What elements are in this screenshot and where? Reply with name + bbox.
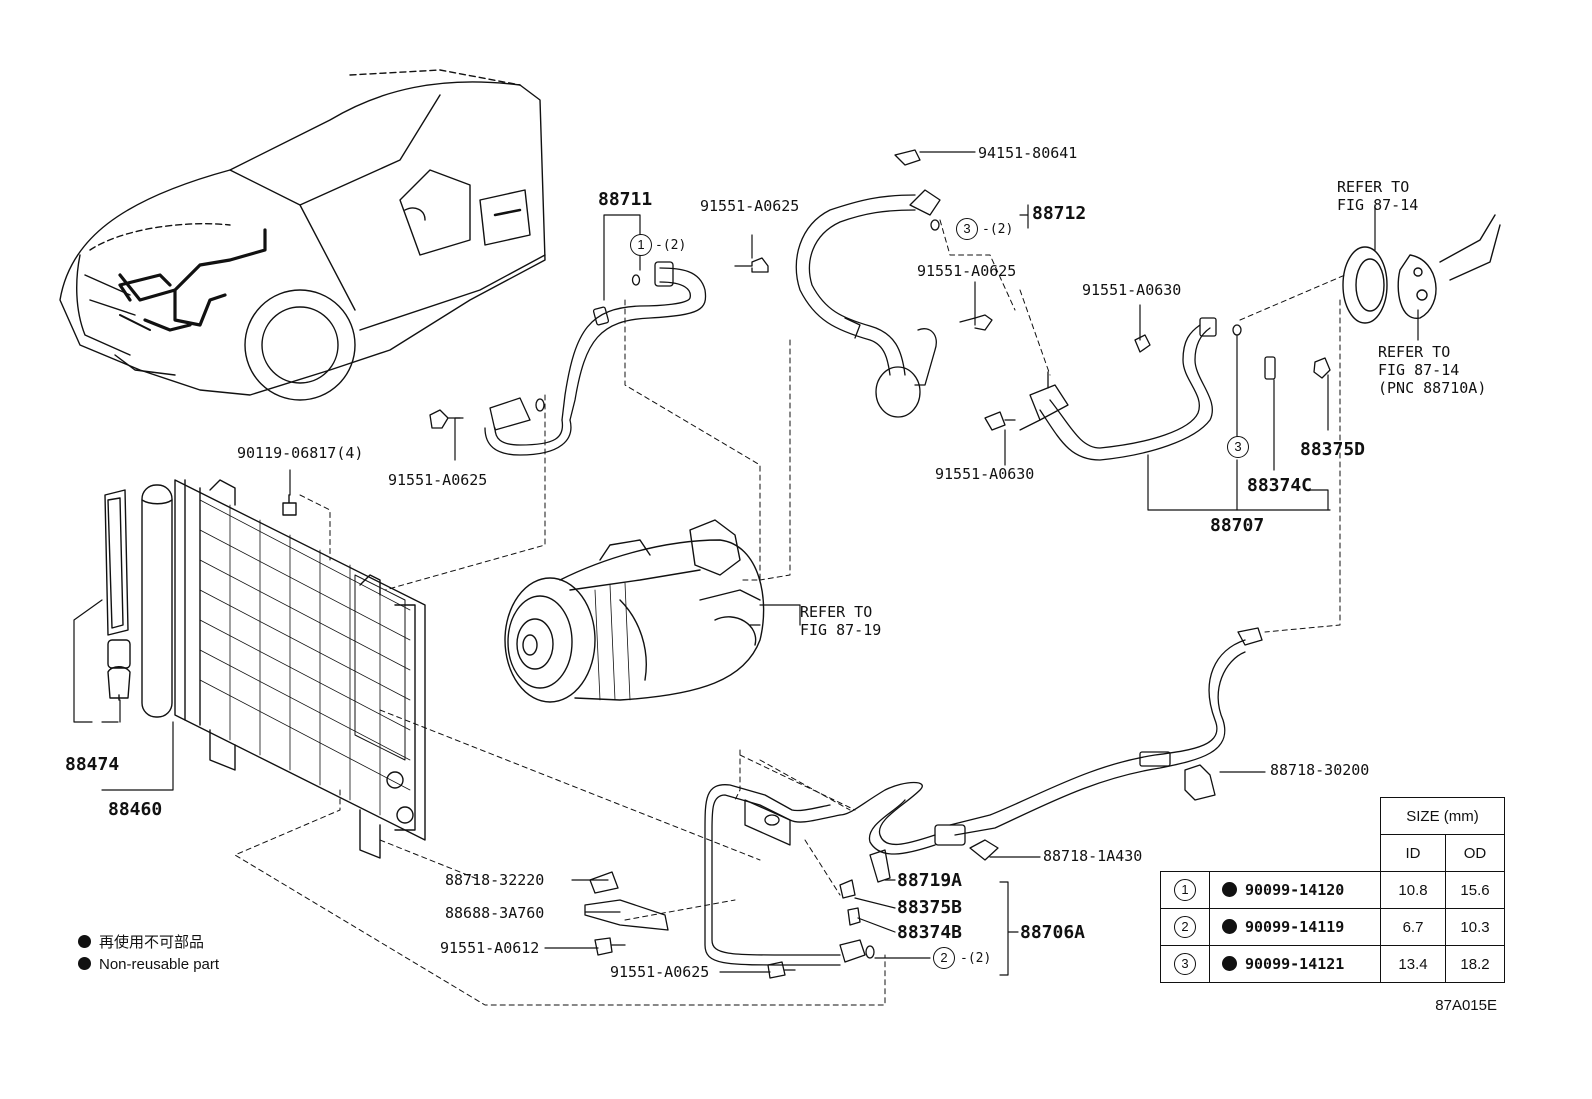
- leader-lines: [73, 599, 174, 791]
- non-reusable-dot-icon: [78, 957, 91, 970]
- part-88474: 88474: [65, 754, 120, 775]
- callout-circle-2: 2: [933, 947, 955, 969]
- part-91551-a0630-bot: 91551-A0630: [935, 465, 1035, 483]
- part-91551-a0612: 91551-A0612: [440, 939, 540, 957]
- size-col-od: OD: [1445, 834, 1505, 872]
- figure-code: 87A015E: [1435, 997, 1497, 1014]
- part-88706a: 88706A: [1020, 922, 1086, 943]
- callout-circle-1: 1: [630, 234, 652, 256]
- ref-fig-87-14-top: REFER TO FIG 87-14: [1337, 178, 1419, 214]
- part-88707: 88707: [1210, 515, 1265, 536]
- callout-circle-3-right: 3: [1227, 436, 1249, 458]
- part-94151-80641: 94151-80641: [978, 144, 1078, 162]
- part-88711: 88711: [598, 189, 653, 210]
- part-88460: 88460: [108, 799, 163, 820]
- expansion-valve: [1342, 214, 1501, 324]
- part-88718-1a430: 88718-1A430: [1043, 847, 1143, 865]
- tube-88706a: [584, 627, 1263, 979]
- condenser-assembly: [104, 479, 426, 859]
- solid-leaders: [289, 151, 1419, 976]
- qty-note-1: -(2): [655, 238, 687, 253]
- pipe-88707: [984, 317, 1331, 461]
- part-91551-a0630-top: 91551-A0630: [1082, 281, 1182, 299]
- qty-note-3: -(2): [982, 222, 1014, 237]
- size-row: 1 90099-14120 10.8 15.6: [1160, 871, 1505, 909]
- legend: 再使用不可部品 Non-reusable part: [78, 932, 219, 976]
- compressor: [504, 519, 765, 703]
- part-88712: 88712: [1032, 203, 1087, 224]
- hose-88712: [795, 149, 993, 418]
- part-88718-32220: 88718-32220: [445, 871, 545, 889]
- part-91551-a0625-mid: 91551-A0625: [917, 262, 1017, 280]
- size-col-id: ID: [1380, 834, 1446, 872]
- part-91551-a0625-top: 91551-A0625: [700, 197, 800, 215]
- part-91551-a0625-bot: 91551-A0625: [610, 963, 710, 981]
- size-table: SIZE (mm) ID OD 1 90099-14120 10.8 15.6 …: [1160, 797, 1505, 983]
- ref-fig-87-14-pnc: REFER TO FIG 87-14 (PNC 88710A): [1378, 343, 1487, 397]
- dashed-guides: [234, 219, 1346, 1006]
- non-reusable-dot-icon: [1222, 956, 1237, 971]
- part-88375d: 88375D: [1300, 439, 1366, 460]
- car-illustration: [59, 69, 546, 401]
- qty-note-2: -(2): [960, 951, 992, 966]
- part-88688-3a760: 88688-3A760: [445, 904, 545, 922]
- part-88719a: 88719A: [897, 870, 963, 891]
- part-90119-06817: 90119-06817(4): [237, 444, 364, 462]
- part-88374c: 88374C: [1247, 475, 1313, 496]
- hose-88711: [429, 257, 769, 456]
- ref-fig-87-19: REFER TO FIG 87-19: [800, 603, 882, 639]
- size-table-header: SIZE (mm): [1380, 797, 1505, 835]
- non-reusable-dot-icon: [1222, 919, 1237, 934]
- non-reusable-dot-icon: [1222, 882, 1237, 897]
- legend-row-jp: 再使用不可部品: [78, 932, 219, 954]
- size-row: 3 90099-14121 13.4 18.2: [1160, 945, 1505, 983]
- part-88718-30200: 88718-30200: [1270, 761, 1370, 779]
- non-reusable-dot-icon: [78, 935, 91, 948]
- part-91551-a0625-left: 91551-A0625: [388, 471, 488, 489]
- size-row: 2 90099-14119 6.7 10.3: [1160, 908, 1505, 946]
- callout-circle-3-top: 3: [956, 218, 978, 240]
- part-88375b: 88375B: [897, 897, 963, 918]
- legend-row-en: Non-reusable part: [78, 954, 219, 976]
- part-88374b: 88374B: [897, 922, 963, 943]
